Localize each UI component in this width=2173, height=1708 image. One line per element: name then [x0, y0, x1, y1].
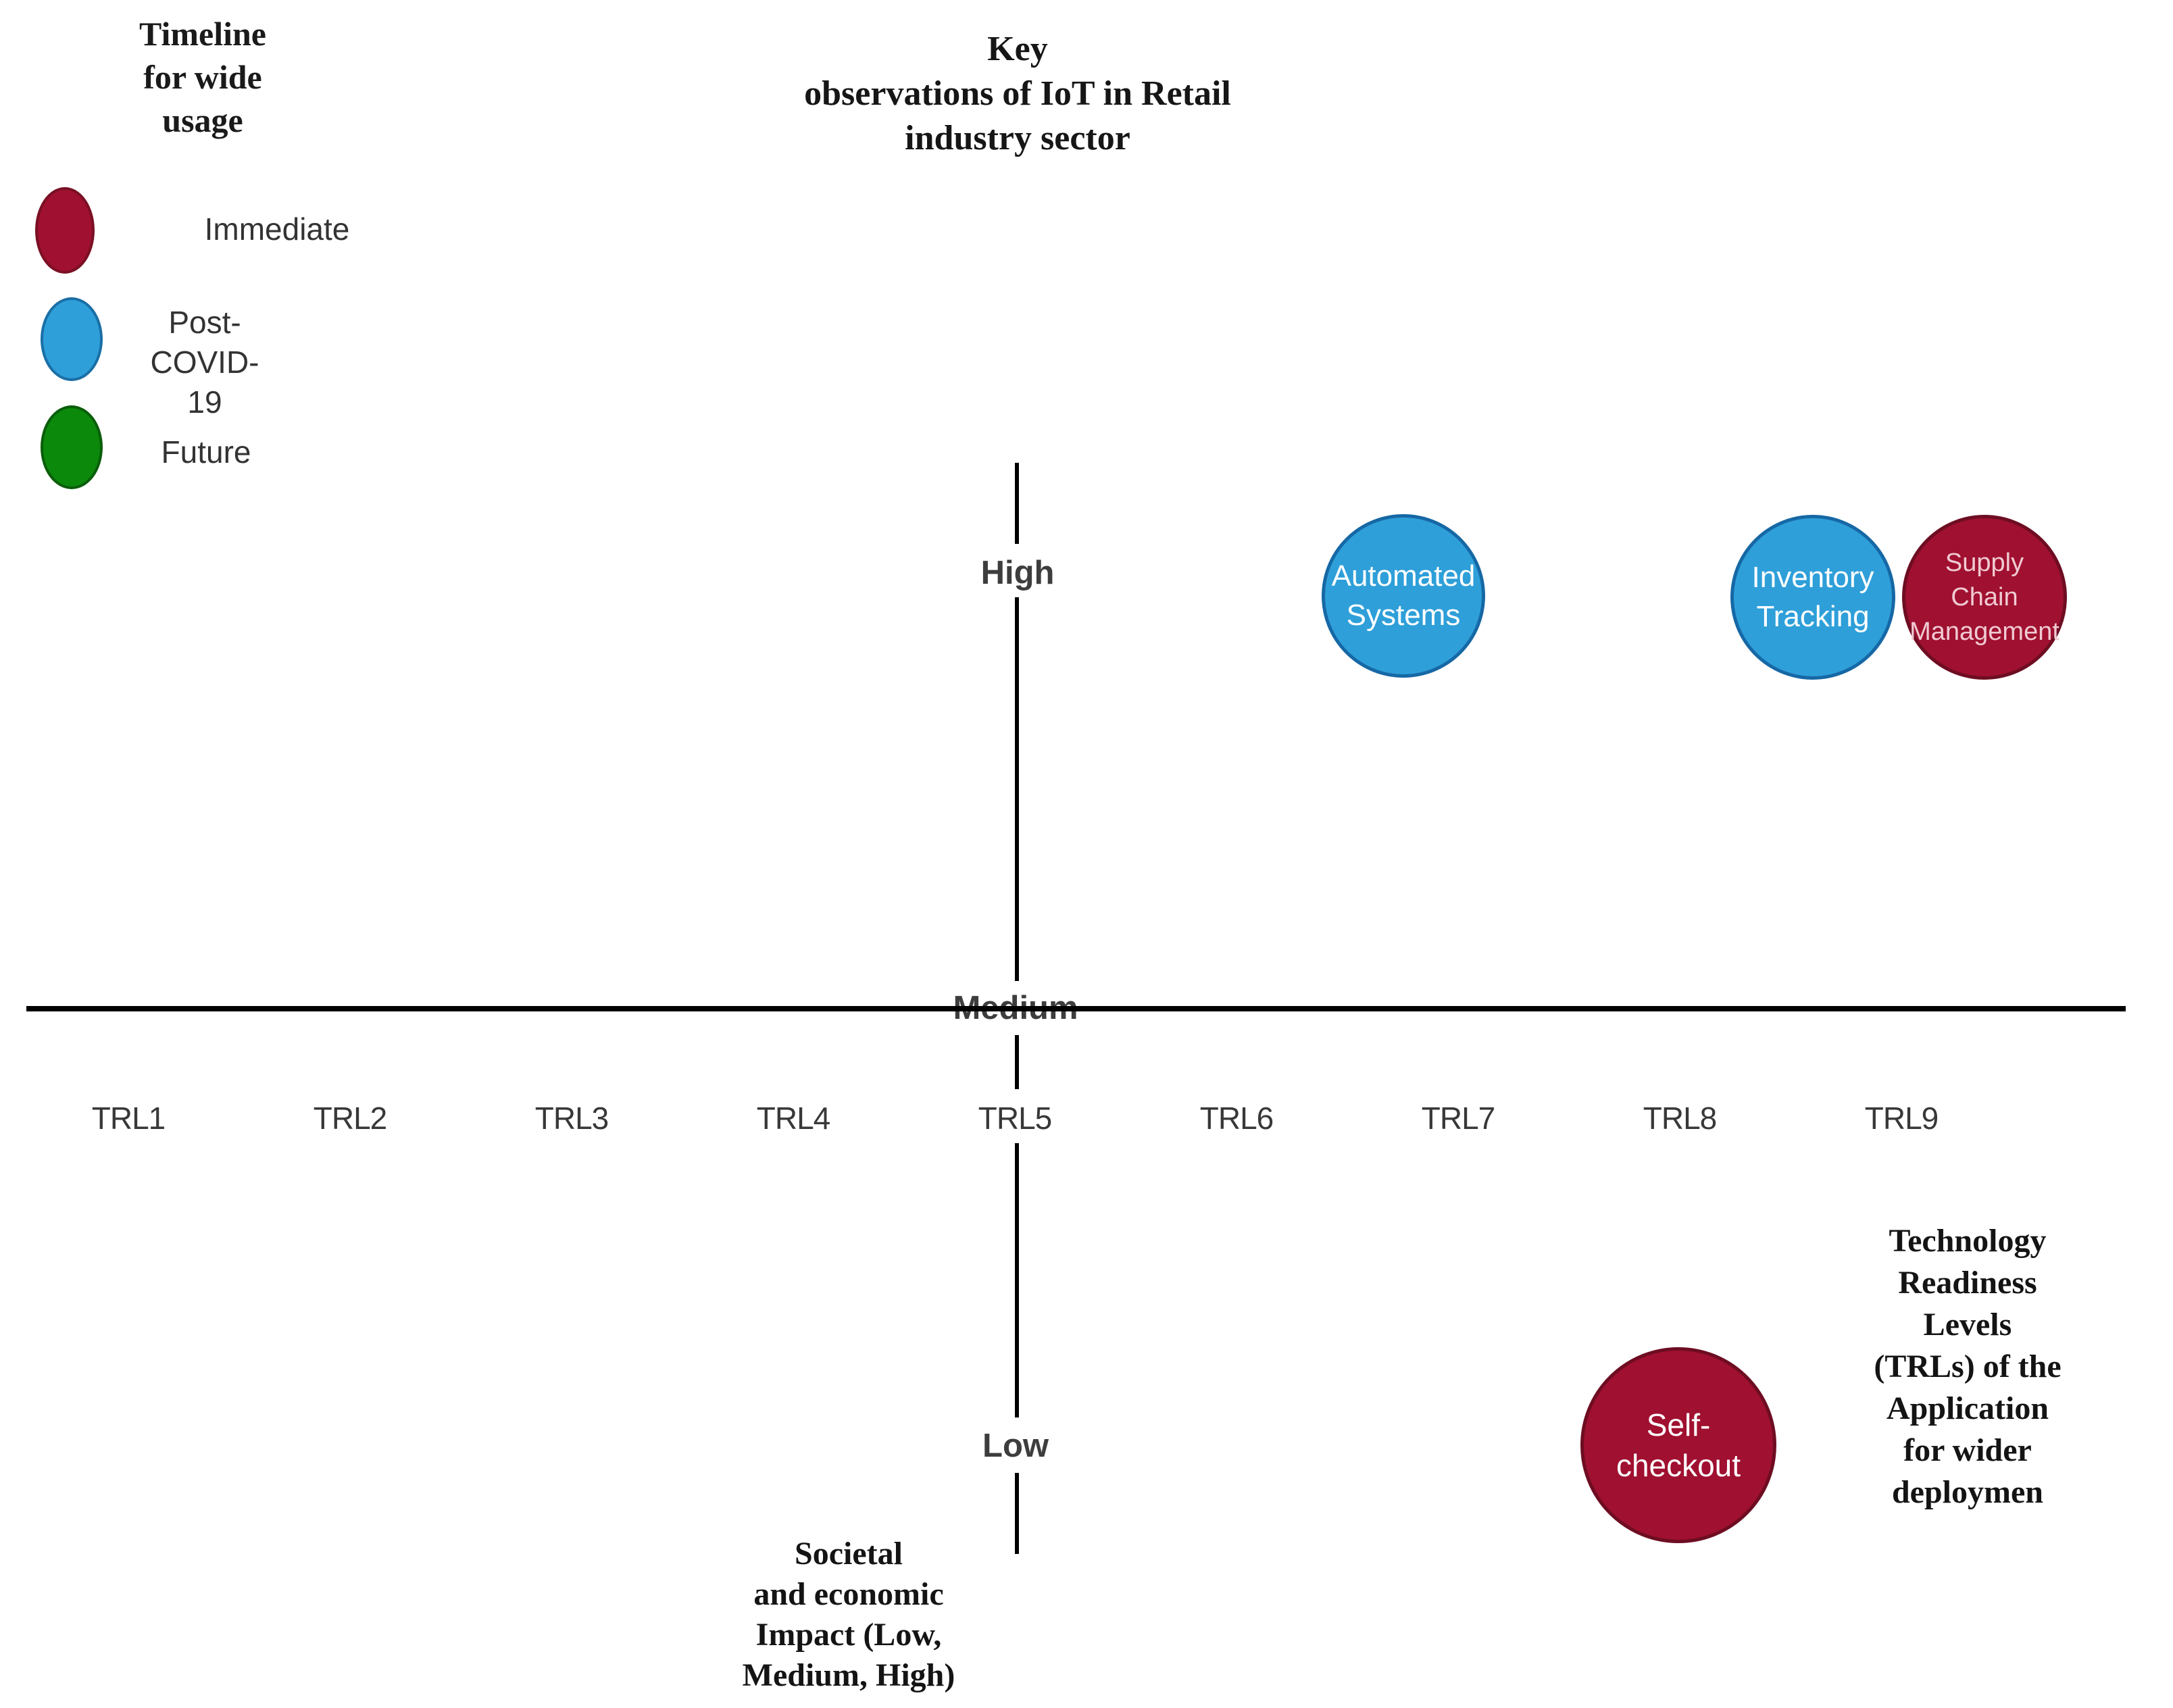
- legend-title-line: for wide: [143, 58, 262, 96]
- y-axis-title: Societal and economic Impact (Low, Mediu…: [743, 1534, 955, 1696]
- bubble-label-line: Inventory: [1751, 561, 1874, 594]
- bubble-automated-systems: Automated Systems: [1322, 514, 1485, 678]
- legend-label-line: Immediate: [204, 211, 350, 247]
- legend-title: Timeline for wide usage: [139, 12, 266, 142]
- page-title-line: industry sector: [905, 119, 1130, 157]
- legend-label-line: Future: [161, 434, 251, 470]
- y-axis-title-line: Medium, High): [742, 1657, 955, 1693]
- legend-swatch-post-covid-19-icon: [41, 297, 103, 381]
- bubble-supply-chain-management: Supply Chain Management: [1902, 515, 2067, 680]
- legend-title-line: usage: [162, 101, 243, 139]
- legend-label-future: Future: [161, 432, 251, 472]
- legend-label-post-covid-19: Post-COVID- 19: [151, 303, 259, 422]
- y-axis-title-line: Societal: [795, 1536, 903, 1572]
- bubble-label-line: Systems: [1346, 599, 1461, 632]
- legend-swatch-future-icon: [41, 405, 103, 489]
- bubble-label-line: Self-: [1646, 1407, 1711, 1442]
- x-tick-trl9: TRL9: [1864, 1101, 1939, 1136]
- x-tick-trl5: TRL5: [978, 1101, 1052, 1136]
- legend-title-line: Timeline: [139, 15, 266, 53]
- y-label-high: High: [980, 555, 1055, 591]
- legend-label-immediate: Immediate: [205, 209, 350, 249]
- x-axis-title-line: Application for wider: [1886, 1390, 2049, 1468]
- y-axis-title-line: and economic: [753, 1576, 944, 1612]
- page-title-line: Key: [987, 30, 1048, 68]
- x-tick-trl3: TRL3: [534, 1101, 609, 1136]
- page-title: Key observations of IoT in Retail indust…: [804, 27, 1231, 161]
- x-tick-trl1: TRL1: [91, 1101, 166, 1136]
- bubble-inventory-tracking: Inventory Tracking: [1730, 515, 1895, 680]
- bubble-label-line: checkout: [1616, 1448, 1741, 1483]
- bubble-label-line: Tracking: [1756, 600, 1870, 633]
- page-title-line: observations of IoT in Retail: [804, 74, 1231, 113]
- x-axis-title-line: deploymen: [1891, 1474, 2043, 1510]
- bubble-label-line: Supply: [1945, 548, 2024, 577]
- bubble-label-line: Chain: [1951, 582, 2018, 611]
- bubble-self-checkout: Self- checkout: [1580, 1347, 1776, 1543]
- x-tick-trl8: TRL8: [1643, 1101, 1717, 1136]
- bubble-label-line: Automated: [1331, 559, 1476, 593]
- x-tick-trl4: TRL4: [756, 1101, 830, 1136]
- legend-swatch-immediate-icon: [35, 187, 95, 274]
- legend-label-line: 19: [187, 384, 222, 420]
- x-tick-trl7: TRL7: [1421, 1101, 1495, 1136]
- bubble-label-line: Management: [1909, 617, 2059, 646]
- x-tick-trl6: TRL6: [1199, 1101, 1274, 1136]
- x-axis-title: Technology Readiness Levels (TRLs) of th…: [1865, 1220, 2070, 1513]
- x-axis-title-line: (TRLs) of the: [1874, 1349, 2062, 1384]
- legend-label-line: Post-COVID-: [150, 305, 259, 380]
- x-axis-title-line: Readiness Levels: [1898, 1265, 2037, 1342]
- x-tick-trl2: TRL2: [313, 1101, 387, 1136]
- x-axis-title-line: Technology: [1889, 1223, 2047, 1259]
- y-axis-title-line: Impact (Low,: [755, 1617, 942, 1653]
- y-label-low: Low: [982, 1428, 1049, 1464]
